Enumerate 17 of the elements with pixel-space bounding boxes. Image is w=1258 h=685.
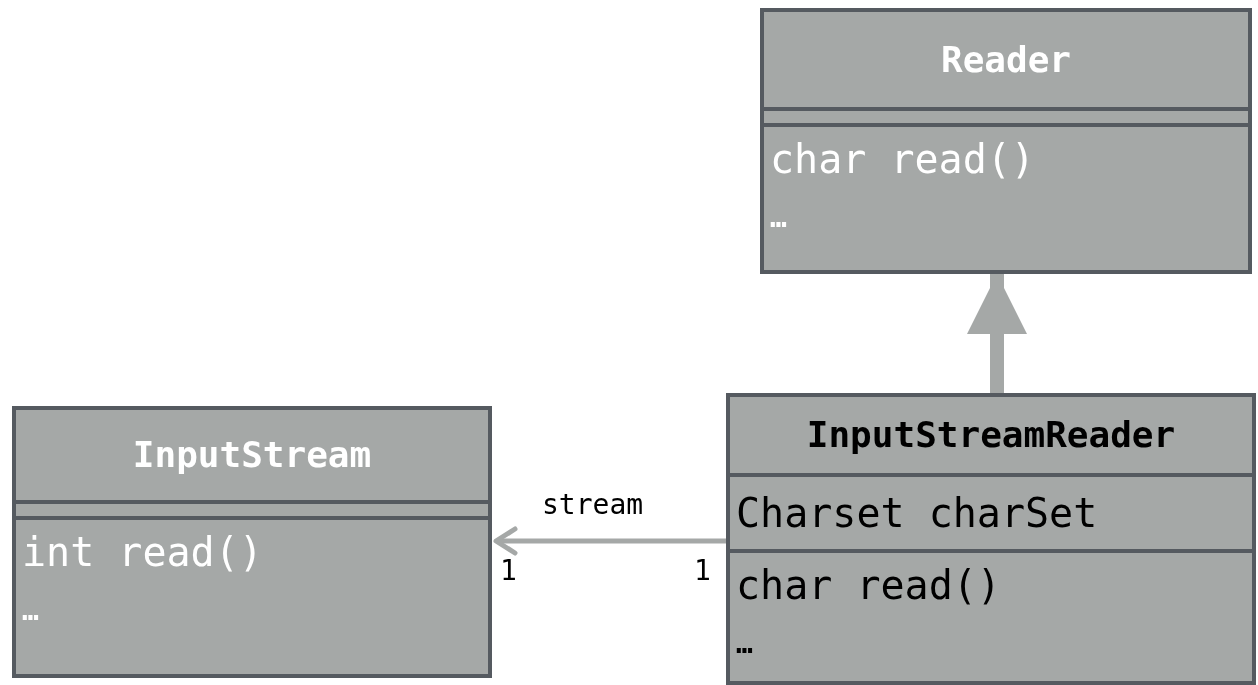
inheritance-arrow bbox=[967, 274, 1027, 393]
ellipsis-text: … bbox=[21, 596, 40, 627]
class-box bbox=[12, 406, 492, 678]
association-arrow bbox=[493, 526, 726, 556]
multiplicity-label: 1 bbox=[500, 556, 517, 587]
ellipsis-text: … bbox=[769, 203, 788, 234]
multiplicity-label: 1 bbox=[694, 556, 711, 587]
attribute-text: Charset charSet bbox=[735, 491, 1098, 535]
class-name: InputStreamReader bbox=[806, 415, 1176, 455]
method-text: int read() bbox=[21, 530, 264, 574]
class-box bbox=[726, 393, 1256, 685]
method-text: char read() bbox=[769, 137, 1036, 181]
ellipsis-text: … bbox=[735, 629, 754, 660]
method-text: char read() bbox=[735, 563, 1002, 607]
class-name: Reader bbox=[940, 39, 1071, 80]
class-name: InputStream bbox=[132, 435, 372, 475]
class-box bbox=[760, 8, 1252, 274]
